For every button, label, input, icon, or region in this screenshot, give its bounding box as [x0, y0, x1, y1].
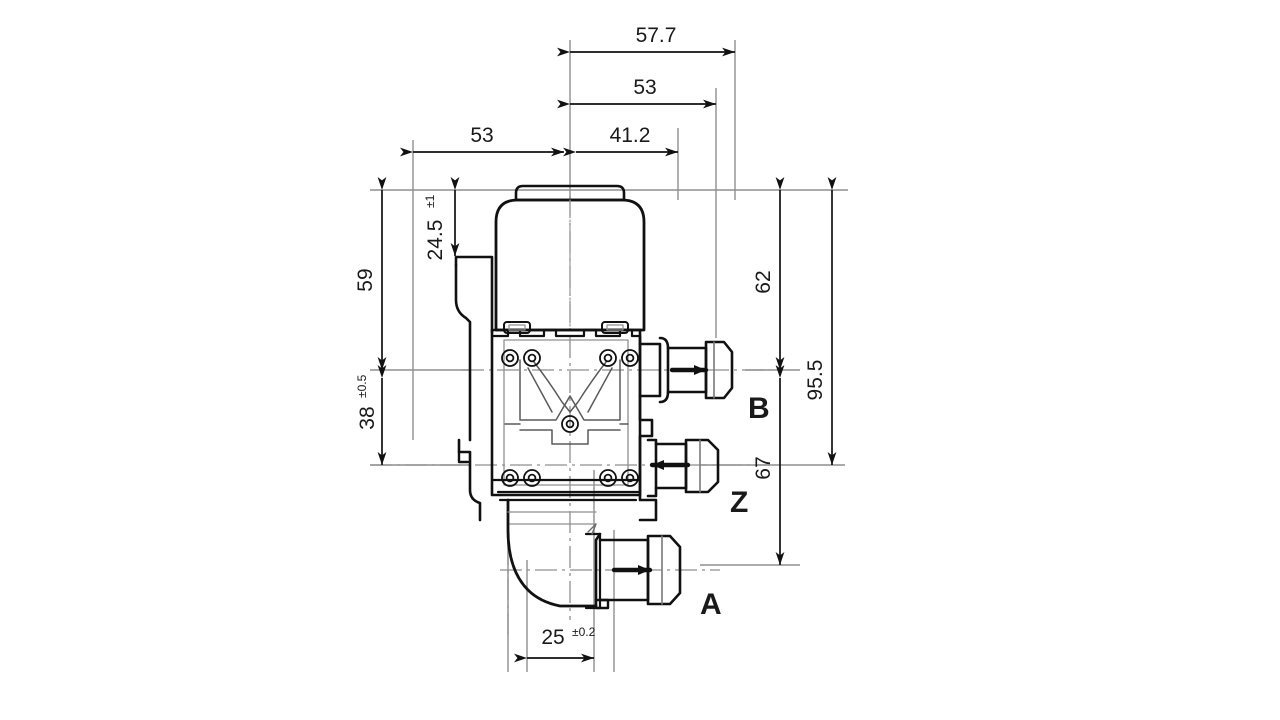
- dimension-value-38: 38: [356, 406, 379, 429]
- port-z-geometry: [646, 438, 720, 498]
- left-bracket-upper: [454, 255, 494, 334]
- body-right-wall: [638, 334, 658, 522]
- lower-flange: [490, 478, 642, 502]
- body-inner-frame: [503, 339, 629, 486]
- dimension-lines: [377, 47, 837, 663]
- port-label-b: B: [748, 392, 770, 425]
- dimension-tolerance-38: ±0.5: [355, 374, 369, 398]
- dimension-value-62: 62: [752, 270, 775, 293]
- left-bracket-vertical: [454, 263, 472, 442]
- port-label-z: Z: [730, 486, 748, 519]
- dimension-value-53-top: 53: [633, 76, 656, 99]
- left-bracket-tab: [457, 450, 470, 464]
- lower-housing-right: [594, 532, 602, 608]
- leader-line: [587, 523, 597, 535]
- internal-channel: [504, 359, 629, 445]
- dimension-value-53-left: 53: [470, 124, 493, 147]
- port-labels: B Z A: [700, 392, 770, 621]
- actuator-cap: [514, 184, 626, 202]
- dimension-tolerance-24-5: ±1: [423, 194, 437, 208]
- actuator-housing: [494, 198, 646, 332]
- dimension-value-57-7: 57.7: [636, 24, 677, 47]
- dimension-value-25: 25: [541, 626, 564, 649]
- lower-housing: [506, 498, 598, 608]
- top-bolt-heads: [503, 321, 629, 334]
- dimension-value-41-2: 41.2: [610, 124, 651, 147]
- dimension-value-24-5: 24.5: [424, 220, 447, 261]
- left-bracket-lower: [457, 438, 482, 522]
- lower-bolt-holes: [501, 469, 639, 487]
- dimension-tolerance-25: ±0.2: [572, 625, 596, 639]
- dimension-text-group: 57.7 53 41.2 53 59 24.5 ±1 38 ±0.5 62 95…: [354, 24, 827, 649]
- upper-bolt-holes: [501, 349, 639, 433]
- port-label-a: A: [700, 588, 722, 621]
- dimension-value-59: 59: [354, 268, 377, 291]
- dimension-value-67: 67: [752, 456, 775, 479]
- valve-body-outline: [454, 184, 734, 610]
- dimension-value-95-5: 95.5: [804, 360, 827, 401]
